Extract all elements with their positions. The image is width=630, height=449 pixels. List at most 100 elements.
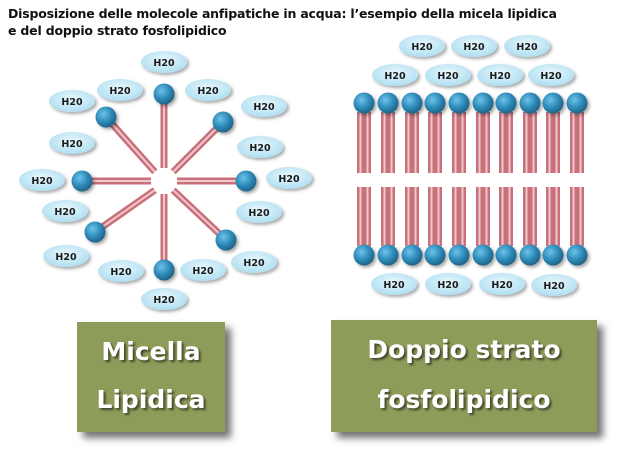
water-molecule: H20 xyxy=(49,90,95,112)
water-ellipse xyxy=(42,200,88,222)
water-ellipse xyxy=(241,95,287,117)
water-label: H20 xyxy=(384,71,406,82)
water-ellipse xyxy=(43,245,89,267)
water-ellipse xyxy=(451,35,497,57)
water-label: H20 xyxy=(197,86,219,97)
water-label: H20 xyxy=(61,139,83,150)
polar-head xyxy=(353,92,375,114)
water-molecule: H20 xyxy=(371,273,417,295)
water-molecule: H20 xyxy=(19,169,65,191)
water-molecule: H20 xyxy=(399,35,445,57)
water-label: H20 xyxy=(411,42,433,53)
polar-head xyxy=(566,244,588,266)
water-label: H20 xyxy=(153,58,175,69)
water-molecule: H20 xyxy=(528,64,574,86)
water-molecule: H20 xyxy=(42,200,88,222)
water-ellipse xyxy=(98,260,144,282)
water-molecule: H20 xyxy=(141,288,187,310)
water-molecule: H20 xyxy=(531,274,577,296)
micelle-core xyxy=(152,169,176,193)
water-molecule: H20 xyxy=(43,245,89,267)
water-molecule: H20 xyxy=(504,35,550,57)
water-label: H20 xyxy=(437,71,459,82)
water-ellipse xyxy=(185,79,231,101)
polar-head xyxy=(472,244,494,266)
water-ellipse xyxy=(97,79,143,101)
water-label: H20 xyxy=(540,71,562,82)
water-label: H20 xyxy=(249,143,271,154)
polar-head xyxy=(215,229,237,251)
water-label: H20 xyxy=(243,258,265,269)
polar-head xyxy=(71,170,93,192)
title-line-1: Disposizione delle molecole anfipatiche … xyxy=(8,6,557,21)
polar-head xyxy=(542,92,564,114)
water-ellipse xyxy=(504,35,550,57)
polar-head xyxy=(95,106,117,128)
water-label: H20 xyxy=(437,280,459,291)
water-molecule: H20 xyxy=(231,251,277,273)
polar-head xyxy=(153,259,175,281)
water-ellipse xyxy=(180,259,226,281)
water-label: H20 xyxy=(55,252,77,263)
water-ellipse xyxy=(237,136,283,158)
polar-head xyxy=(424,244,446,266)
polar-head xyxy=(401,92,423,114)
polar-head xyxy=(353,244,375,266)
water-label: H20 xyxy=(463,42,485,53)
water-ellipse xyxy=(425,273,471,295)
water-ellipse xyxy=(477,64,523,86)
polar-head xyxy=(519,92,541,114)
water-molecule: H20 xyxy=(49,132,95,154)
bilayer-label-line-2: fosfolipidico xyxy=(377,385,551,414)
water-ellipse xyxy=(266,167,312,189)
water-ellipse xyxy=(49,90,95,112)
water-label: H20 xyxy=(543,281,565,292)
polar-head xyxy=(519,244,541,266)
water-ellipse xyxy=(231,251,277,273)
polar-head xyxy=(495,92,517,114)
polar-head xyxy=(448,92,470,114)
water-molecule: H20 xyxy=(451,35,497,57)
water-ellipse xyxy=(528,64,574,86)
water-ellipse xyxy=(236,201,282,223)
water-label: H20 xyxy=(109,86,131,97)
water-molecule: H20 xyxy=(477,64,523,86)
polar-head xyxy=(566,92,588,114)
water-molecule: H20 xyxy=(180,259,226,281)
water-label: H20 xyxy=(110,267,132,278)
polar-head xyxy=(401,244,423,266)
water-molecule: H20 xyxy=(241,95,287,117)
polar-head xyxy=(424,92,446,114)
water-ellipse xyxy=(49,132,95,154)
polar-head xyxy=(212,111,234,133)
polar-head xyxy=(448,244,470,266)
water-molecule: H20 xyxy=(479,273,525,295)
micella-label-line-2: Lipidica xyxy=(96,385,206,414)
polar-head xyxy=(235,170,257,192)
water-label: H20 xyxy=(248,208,270,219)
water-ellipse xyxy=(531,274,577,296)
water-label: H20 xyxy=(61,97,83,108)
water-molecule: H20 xyxy=(372,64,418,86)
water-molecule: H20 xyxy=(236,201,282,223)
water-molecule: H20 xyxy=(425,273,471,295)
micella-label-line-1: Micella xyxy=(101,337,201,366)
polar-head xyxy=(377,92,399,114)
water-ellipse xyxy=(19,169,65,191)
water-label: H20 xyxy=(383,280,405,291)
water-label: H20 xyxy=(192,266,214,277)
polar-head xyxy=(377,244,399,266)
title-line-2: e del doppio strato fosfolipidico xyxy=(8,23,227,38)
water-ellipse xyxy=(371,273,417,295)
water-molecule: H20 xyxy=(141,51,187,73)
polar-head xyxy=(542,244,564,266)
water-label: H20 xyxy=(516,42,538,53)
water-ellipse xyxy=(372,64,418,86)
water-molecule: H20 xyxy=(266,167,312,189)
water-ellipse xyxy=(141,51,187,73)
bilayer-label-line-1: Doppio strato xyxy=(367,335,561,364)
water-molecule: H20 xyxy=(185,79,231,101)
micella-label-box: Micella Lipidica xyxy=(77,322,225,432)
polar-head xyxy=(495,244,517,266)
